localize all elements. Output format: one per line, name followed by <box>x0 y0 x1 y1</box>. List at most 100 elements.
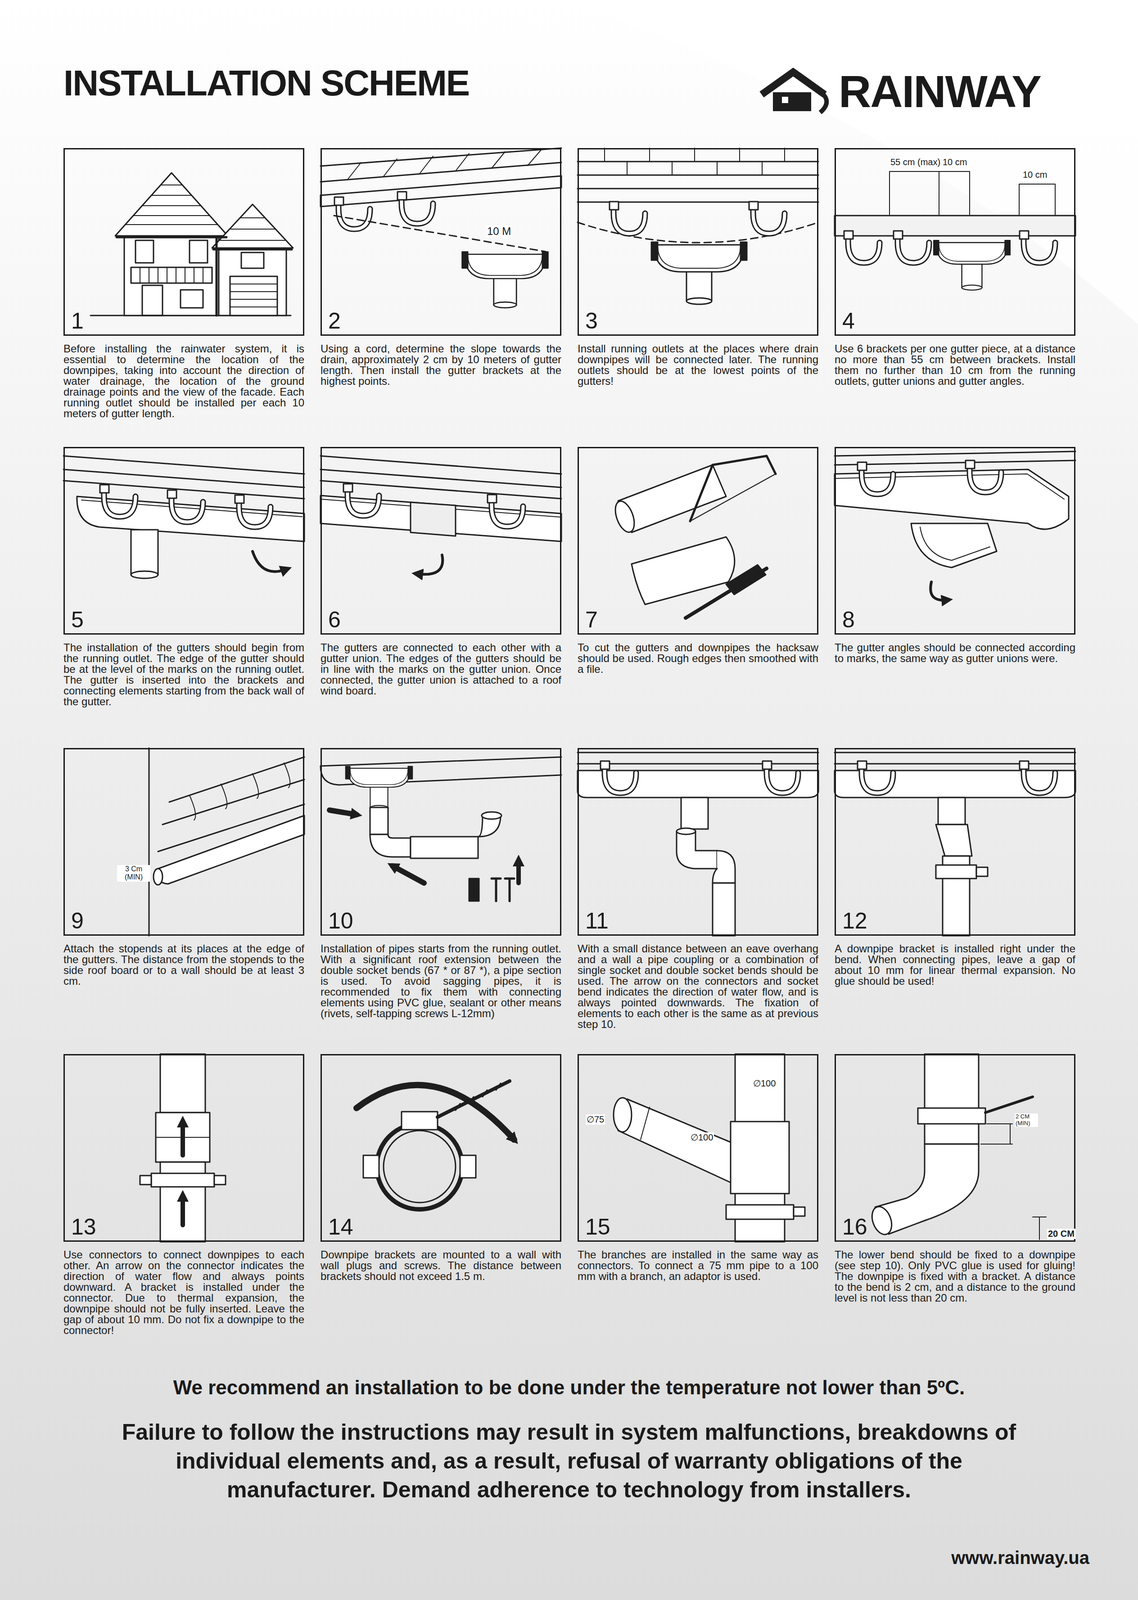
pipes-illustration-part <box>345 766 413 811</box>
brackets-illustration-part <box>844 230 880 263</box>
gutter-install-illustration-part <box>99 484 136 517</box>
gutter-union-illustration-part <box>320 495 562 542</box>
step-description: With a small distance between an eave ov… <box>577 943 819 1030</box>
lower-bend-illustration-part <box>917 1108 986 1125</box>
connector-illustration-part <box>180 1196 186 1226</box>
dimension-label: 3 Cm (MIN) <box>117 865 151 882</box>
pipes-illustration-part <box>481 812 502 820</box>
slope-illustration-part <box>334 215 546 252</box>
lower-bend-illustration-part <box>985 1097 1033 1113</box>
wall-bracket-illustration-part <box>356 1085 515 1140</box>
lower-bend-illustration-part <box>868 1204 895 1238</box>
gutter-union-illustration-part <box>410 502 456 537</box>
step-panel: 16The lower bend should be fixed to a do… <box>834 1054 1076 1242</box>
slope-illustration-part <box>397 191 434 224</box>
wall-bracket-illustration-part <box>383 1130 456 1203</box>
house-illustration <box>90 172 294 316</box>
bends-illustration-part <box>600 761 637 794</box>
bracket-bend-illustration-part <box>935 824 972 857</box>
dimension-label: 2 CM (MIN) <box>1014 1113 1039 1128</box>
step-description: Use 6 brackets per one gutter piece, at … <box>834 343 1076 387</box>
logo-icon-part <box>761 72 825 95</box>
step-number: 9 <box>71 908 84 934</box>
pipes-illustration-part <box>370 807 389 835</box>
gutter-angle-illustration <box>834 451 1076 601</box>
step-description: Before installing the rainwater system, … <box>63 343 305 420</box>
step-number: 15 <box>585 1214 611 1240</box>
bracket-bend-illustration-part <box>1019 761 1056 794</box>
step-number: 2 <box>328 308 341 334</box>
house-illustration-part <box>116 237 292 316</box>
brackets-illustration-part <box>834 215 1076 236</box>
gutter-angle-illustration-part <box>930 582 948 601</box>
gutter-install-illustration-part <box>167 490 204 523</box>
gutter-union-illustration-part <box>487 494 524 527</box>
step-panel: 3Install running outlets at the places w… <box>577 148 819 336</box>
brackets-illustration <box>834 171 1076 291</box>
step-description: To cut the gutters and downpipes the hac… <box>577 642 819 675</box>
step-panel: 14Downpipe brackets are mounted to a wal… <box>320 1054 562 1242</box>
bracket-bend-illustration-part <box>857 761 894 794</box>
bracket-bend-illustration-part <box>834 752 1076 764</box>
house-illustration-part <box>135 240 154 263</box>
step-description: Using a cord, determine the slope toward… <box>320 343 562 387</box>
step-description: The lower bend should be fixed to a down… <box>834 1249 1076 1304</box>
gutter-install-illustration-part <box>130 529 159 575</box>
step-panel: 13Use connectors to connect downpipes to… <box>63 1054 305 1242</box>
stopend-illustration-part <box>148 748 150 936</box>
house-illustration-part <box>230 276 278 316</box>
step-description: Downpipe brackets are mounted to a wall … <box>320 1249 562 1283</box>
step-description: Install running outlets at the places wh… <box>577 343 819 387</box>
gutter-angle-illustration-part <box>834 469 1069 530</box>
step-number: 6 <box>328 607 341 633</box>
dimension-label: 10 cm <box>941 157 968 168</box>
website: www.rainway.ua <box>900 1547 1090 1569</box>
outlet-illustration-part <box>577 161 819 189</box>
diameter-label: ∅75 <box>585 1114 606 1125</box>
bends-illustration-part <box>762 761 799 794</box>
cutting-illustration-part <box>690 456 776 522</box>
house-illustration-part <box>130 267 213 284</box>
bends-illustration-part <box>681 797 709 830</box>
logo-icon-part <box>816 89 827 113</box>
stopend-illustration-part <box>155 815 305 885</box>
pipes-illustration-part <box>370 834 411 858</box>
gutter-angle-illustration-part <box>965 460 1002 493</box>
step-number: 16 <box>842 1214 868 1240</box>
logo-icon-part <box>781 96 789 104</box>
gutter-angle-illustration-part <box>920 527 990 561</box>
step-number: 10 <box>328 908 354 934</box>
cutting-illustration-part <box>726 564 766 595</box>
dimension-label: 55 cm (max) <box>889 157 942 168</box>
gutter-install-illustration <box>63 456 305 579</box>
gutter-angle-illustration-part <box>857 462 894 495</box>
connector-illustration <box>139 1054 226 1242</box>
pipes-illustration-part <box>410 836 479 859</box>
house-illustration-part <box>241 252 264 269</box>
wall-bracket-illustration-part <box>376 1124 463 1210</box>
wall-bracket-illustration-part <box>460 1155 476 1179</box>
house-illustration-part <box>125 185 218 225</box>
step-panel: 10Installation of pipes starts from the … <box>320 748 562 936</box>
branch-illustration-part <box>640 1107 650 1140</box>
pipes-illustration-part <box>329 810 357 815</box>
cutting-illustration-part <box>690 474 776 522</box>
step-number: 5 <box>71 607 84 633</box>
step-panel: 5The installation of the gutters should … <box>63 447 305 635</box>
step-number: 8 <box>842 607 855 633</box>
wall-bracket-illustration <box>356 1081 515 1210</box>
house-illustration-part <box>142 285 163 316</box>
gutter-install-illustration-part <box>130 571 159 579</box>
step-description: Installation of pipes starts from the ru… <box>320 943 562 1020</box>
house-illustration-part <box>115 172 228 236</box>
lower-bend-illustration-part <box>980 1124 1013 1145</box>
slope-illustration-part <box>462 252 549 308</box>
gutter-union-illustration-part <box>343 483 380 516</box>
step-panel: 6The gutters are connected to each other… <box>320 447 562 635</box>
diameter-label: ∅100 <box>689 1132 714 1143</box>
step-description: The branches are installed in the same w… <box>577 1249 819 1283</box>
step-panel: 8The gutter angles should be connected a… <box>834 447 1076 635</box>
step-number: 11 <box>585 908 609 934</box>
